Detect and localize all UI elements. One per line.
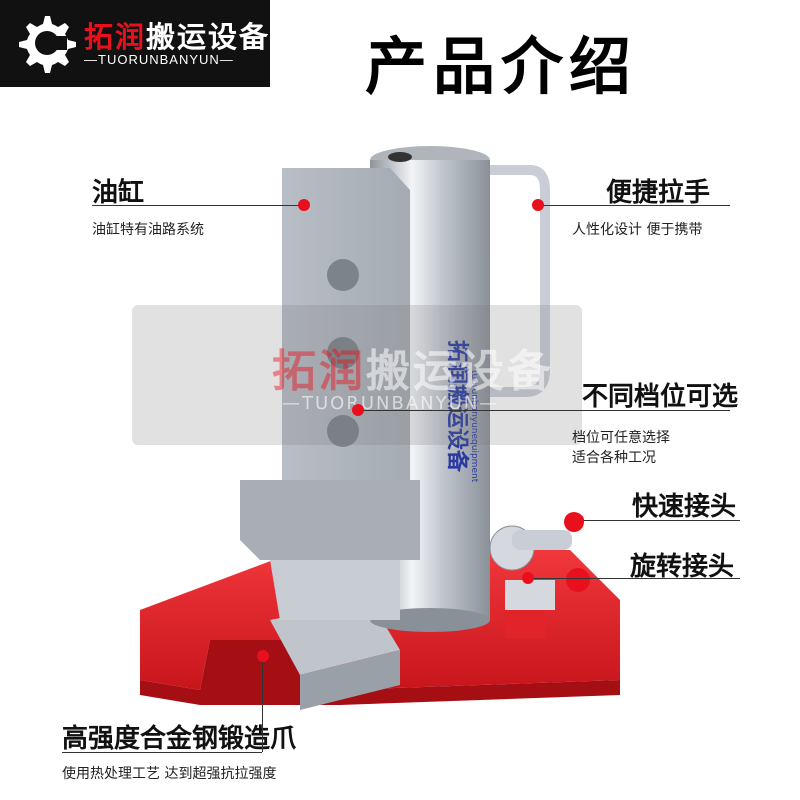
watermark-text: 拓润搬运设备	[272, 346, 554, 397]
callout-gears-desc-1: 档位可任意选择	[572, 430, 670, 446]
callout-quick-connector-dot	[572, 514, 584, 526]
cylinder-brand-subtext: tuorunbanyunequipment	[469, 370, 479, 483]
callout-quick-connector-label: 快速接头	[632, 492, 737, 522]
callout-claw-line-v	[262, 656, 263, 752]
brand-subtitle: —TUORUNBANYUN—	[84, 52, 234, 67]
brand-name: 拓润搬运设备	[84, 20, 271, 54]
callout-cylinder-label: 油缸	[92, 178, 145, 208]
callout-cylinder-desc: 油缸特有油路系统	[92, 222, 204, 238]
callout-gears-label: 不同档位可选	[582, 382, 739, 412]
callout-rotary-connector-label: 旋转接头	[630, 552, 735, 582]
callout-claw-label: 高强度合金钢锻造爪	[62, 724, 297, 754]
callout-gears-dot	[352, 404, 364, 416]
callout-handle-dot	[532, 199, 544, 211]
callout-claw-dot	[257, 650, 269, 662]
watermark: 拓润搬运设备 —TUORUNBANYUN—	[132, 305, 582, 445]
callout-handle-line	[540, 205, 730, 206]
callout-handle-label: 便捷拉手	[606, 178, 711, 208]
callout-cylinder-dot	[298, 199, 310, 211]
gear-icon	[19, 16, 76, 73]
page-title: 产品介绍	[365, 30, 638, 103]
callout-gears-line	[360, 410, 730, 411]
callout-quick-connector-line	[580, 520, 740, 521]
cylinder-brand-text: 拓润搬运设备	[444, 340, 470, 473]
callout-gears-desc-2: 适合各种工况	[572, 450, 656, 466]
brand-logo: 拓润搬运设备 —TUORUNBANYUN—	[0, 0, 270, 87]
watermark-subtitle: —TUORUNBANYUN—	[282, 393, 500, 414]
callout-claw-line-h	[62, 752, 262, 753]
callout-rotary-connector-line	[530, 578, 740, 579]
jack-illustration: 拓润搬运设备 tuorunbanyunequipment	[140, 146, 620, 710]
callout-rotary-connector-dot	[522, 572, 534, 584]
callout-handle-desc: 人性化设计 便于携带	[572, 222, 703, 238]
callout-claw-desc: 使用热处理工艺 达到超强抗拉强度	[62, 766, 277, 782]
callout-cylinder-line	[92, 205, 302, 206]
